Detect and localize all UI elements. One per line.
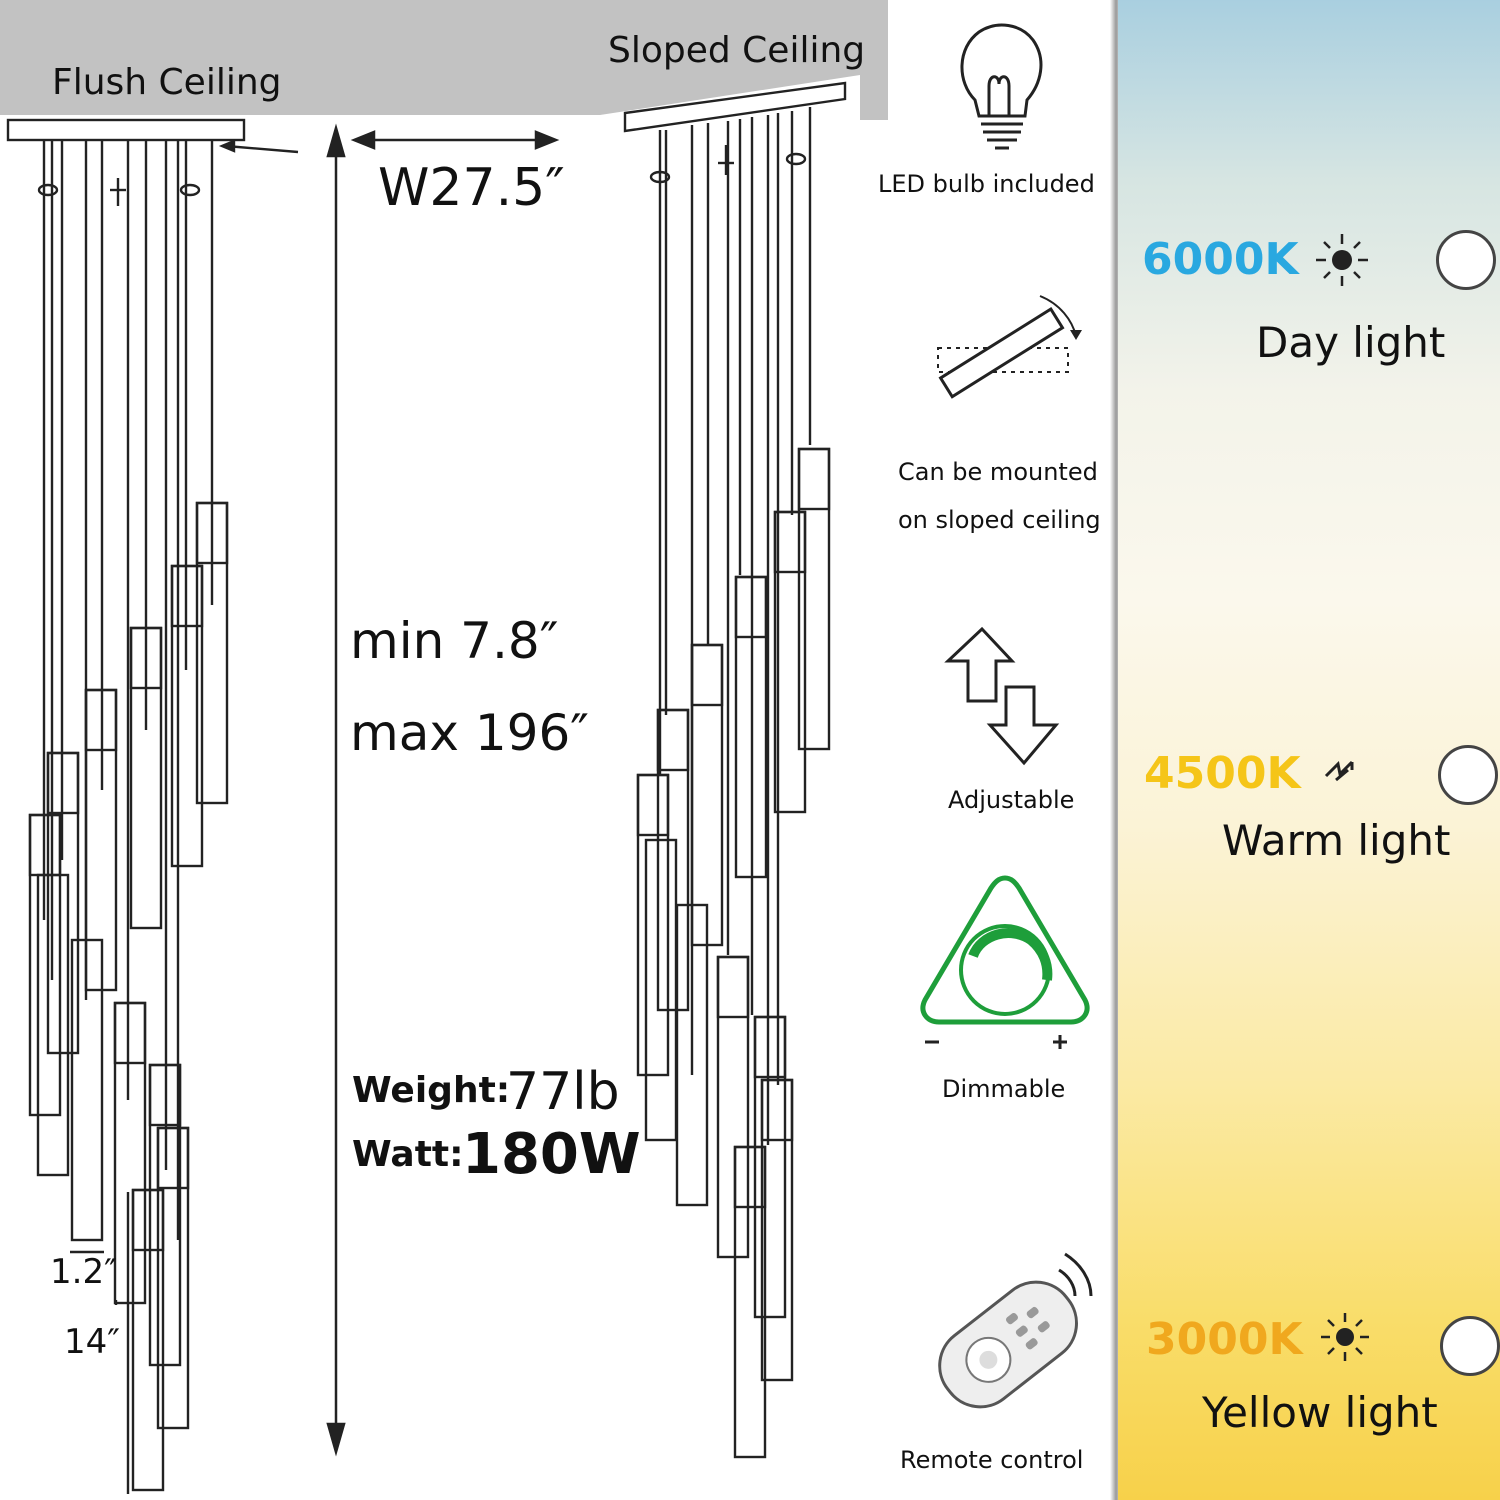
day-light-label: Day light <box>1256 318 1446 367</box>
flush-fixture-drawing <box>6 118 299 1494</box>
sloped-ceiling-label: Sloped Ceiling <box>608 30 866 71</box>
flush-ceiling-label: Flush Ceiling <box>52 62 282 103</box>
sloped-fixture-drawing <box>623 81 847 1459</box>
yellow-light-label: Yellow light <box>1202 1388 1438 1437</box>
feature-remote-label: Remote control <box>900 1446 1084 1474</box>
max-height-dimension: max 196″ <box>350 704 589 762</box>
sun-icon <box>1321 1313 1369 1361</box>
panel-edge <box>1110 0 1120 1500</box>
feature-dimmable-label: Dimmable <box>942 1075 1066 1103</box>
temp-4500k: 4500K <box>1144 748 1301 799</box>
ceiling-backdrop <box>0 0 888 120</box>
temp-4500k-knob[interactable] <box>1438 745 1498 805</box>
warm-light-label: Warm light <box>1222 816 1451 865</box>
temp-3000k-knob[interactable] <box>1440 1316 1500 1376</box>
color-temperature-panel <box>1118 0 1500 1500</box>
weight-value: 77lb <box>506 1062 620 1122</box>
temp-3000k: 3000K <box>1146 1314 1303 1365</box>
watt-value: 180W <box>462 1122 641 1187</box>
dimension-arrows <box>326 123 560 1457</box>
weight-label: Weight: <box>352 1070 511 1111</box>
feature-led-bulb-label: LED bulb included <box>878 170 1095 198</box>
feature-adjustable-label: Adjustable <box>948 786 1075 814</box>
temp-6000k-knob[interactable] <box>1436 230 1496 290</box>
tube-diameter-label: 1.2″ <box>50 1252 117 1292</box>
sun-icon <box>1316 234 1368 286</box>
flash-icon <box>1324 760 1354 782</box>
dimmer-icon <box>920 875 1090 1049</box>
sloped-mount-icon <box>937 295 1082 399</box>
remote-control-icon <box>938 1252 1093 1409</box>
width-dimension: W27.5″ <box>378 158 565 218</box>
feature-sloped-label-line1: Can be mounted <box>898 458 1098 486</box>
min-height-dimension: min 7.8″ <box>350 612 559 670</box>
temp-6000k: 6000K <box>1142 234 1299 285</box>
up-down-arrows-icon <box>944 626 1060 766</box>
tube-length-label: 14″ <box>64 1322 120 1362</box>
watt-label: Watt: <box>352 1134 464 1175</box>
light-bulb-icon <box>960 23 1043 150</box>
feature-sloped-label-line2: on sloped ceiling <box>898 506 1101 534</box>
